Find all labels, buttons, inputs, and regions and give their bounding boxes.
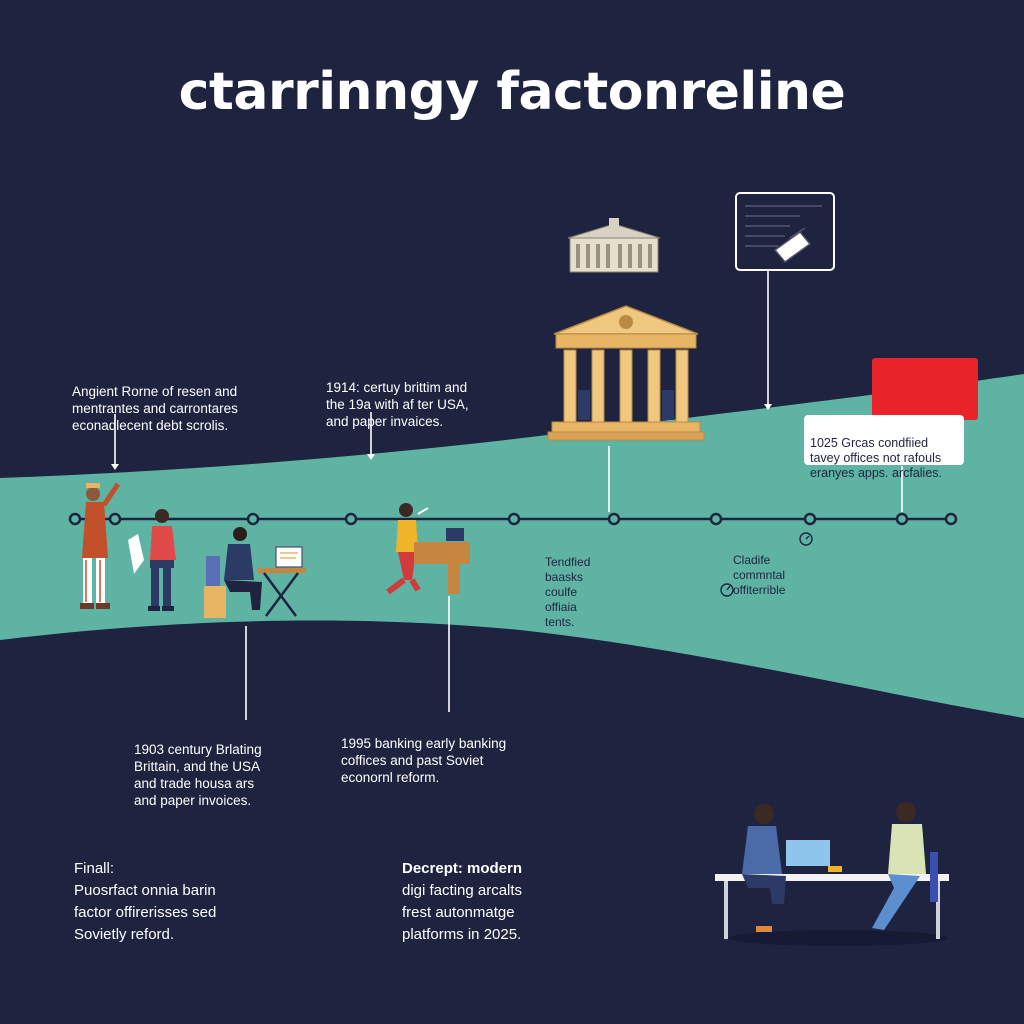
desk-icon [258, 546, 306, 617]
people-icon [80, 482, 262, 618]
laptop-icon [386, 503, 470, 595]
timeline-band [0, 374, 1024, 718]
document-card [735, 192, 835, 271]
page-title: ctarrinngy factonreline [178, 62, 846, 122]
bank-temple-icon [547, 305, 705, 441]
workspace-icon [715, 802, 949, 946]
gear-icon [720, 532, 813, 597]
building-icon [567, 218, 661, 273]
timeline-nodes [68, 512, 958, 526]
red-card-icon [872, 358, 978, 420]
pointer-lines [114, 270, 903, 720]
document-icon [745, 205, 822, 264]
